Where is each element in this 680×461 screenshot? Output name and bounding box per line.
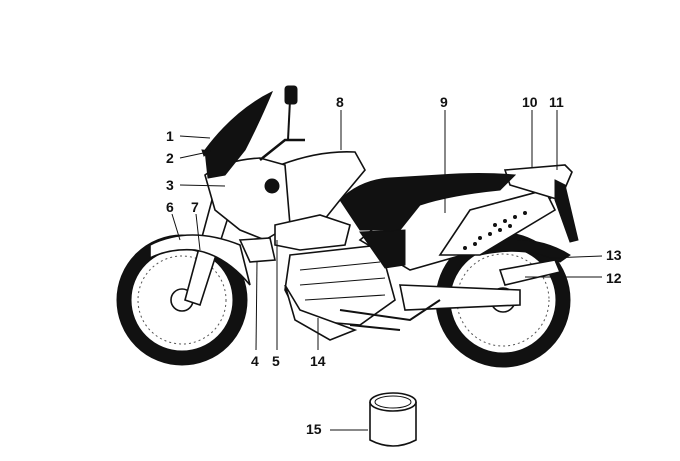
callout-15: 15 [306, 421, 322, 437]
callout-9: 9 [440, 94, 448, 110]
callout-6: 6 [166, 199, 174, 215]
callout-8: 8 [336, 94, 344, 110]
windscreen [204, 90, 273, 179]
side-panel [438, 189, 557, 256]
seat [339, 173, 517, 231]
chain-guard [498, 259, 562, 286]
engine-guard [284, 284, 358, 341]
callout-11: 11 [549, 94, 564, 110]
callout-3: 3 [166, 177, 174, 193]
callout-5: 5 [272, 353, 280, 369]
callout-14: 14 [310, 353, 326, 369]
side-trim [274, 214, 351, 251]
callout-1: 1 [166, 128, 174, 144]
callout-13: 13 [606, 247, 622, 263]
paint-tin [369, 392, 417, 447]
mirror [287, 99, 291, 141]
swingarm [399, 284, 521, 311]
callout-2: 2 [166, 150, 174, 166]
front-mudguard [149, 234, 251, 286]
callout-12: 12 [606, 270, 622, 286]
callout-10: 10 [522, 94, 538, 110]
lower-trim [238, 237, 276, 263]
leader-lines [171, 110, 603, 431]
rear-trim [554, 179, 579, 243]
callout-7: 7 [191, 199, 199, 215]
handlebar [259, 138, 305, 161]
bmw-logo [264, 178, 280, 194]
callout-4: 4 [251, 353, 259, 369]
